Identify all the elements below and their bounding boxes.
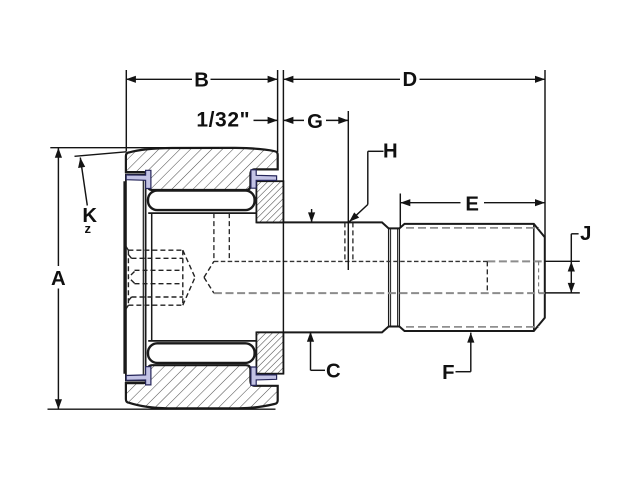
svg-text:C: C xyxy=(326,361,341,383)
svg-text:A: A xyxy=(51,268,66,290)
svg-text:F: F xyxy=(442,362,454,384)
svg-text:J: J xyxy=(580,223,591,245)
svg-text:K: K xyxy=(82,205,97,227)
svg-text:E: E xyxy=(465,193,479,215)
svg-text:D: D xyxy=(402,69,417,91)
svg-text:G: G xyxy=(307,111,323,133)
svg-text:B: B xyxy=(194,69,209,91)
svg-text:H: H xyxy=(383,140,398,162)
svg-text:z: z xyxy=(85,221,92,236)
svg-text:1/32": 1/32" xyxy=(196,109,250,132)
